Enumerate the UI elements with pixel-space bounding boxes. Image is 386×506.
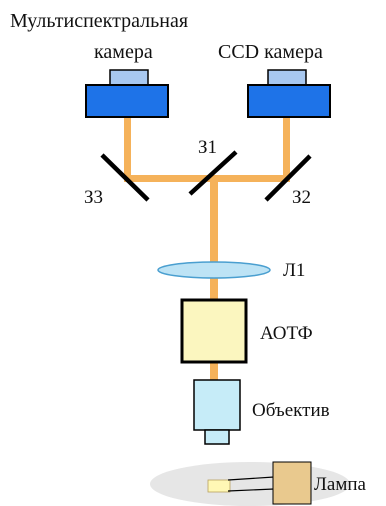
mirror-z3 (100, 153, 150, 202)
multispectral-camera-body (85, 84, 169, 118)
label-multispectral-line1: Мультиспектральная (10, 10, 188, 32)
lamp-bulb (207, 479, 231, 493)
ccd-camera-body (247, 84, 331, 118)
label-lens-l1: Л1 (283, 260, 305, 281)
multispectral-camera (85, 69, 169, 118)
label-mirror-z2: З2 (292, 187, 311, 208)
label-multispectral-line2: камера (94, 41, 153, 63)
beam-right-vertical (283, 118, 290, 178)
mirror-z1 (188, 150, 238, 196)
objective-body (193, 379, 241, 431)
objective-tip (204, 429, 230, 445)
lamp (207, 461, 312, 505)
lens-l1 (157, 261, 271, 279)
lamp-wire-bottom (227, 488, 275, 492)
mirror-z2 (264, 154, 312, 202)
multispectral-camera-top (109, 69, 149, 86)
label-ccd-camera: CCD камера (218, 41, 323, 63)
ccd-camera (247, 69, 331, 118)
lamp-wire-top (227, 476, 275, 481)
objective (193, 379, 241, 445)
label-mirror-z3: З3 (84, 187, 103, 208)
aotf-block (180, 298, 248, 364)
label-lamp: Лампа (314, 474, 367, 495)
beam-center-vertical (210, 175, 218, 300)
beam-aotf-objective (210, 362, 218, 382)
label-aotf: АОТФ (260, 323, 313, 344)
beam-left-vertical (124, 118, 131, 178)
ccd-camera-top (267, 69, 307, 86)
label-mirror-z1: З1 (198, 137, 217, 158)
label-objective: Объектив (252, 400, 330, 421)
lamp-housing (272, 461, 312, 505)
